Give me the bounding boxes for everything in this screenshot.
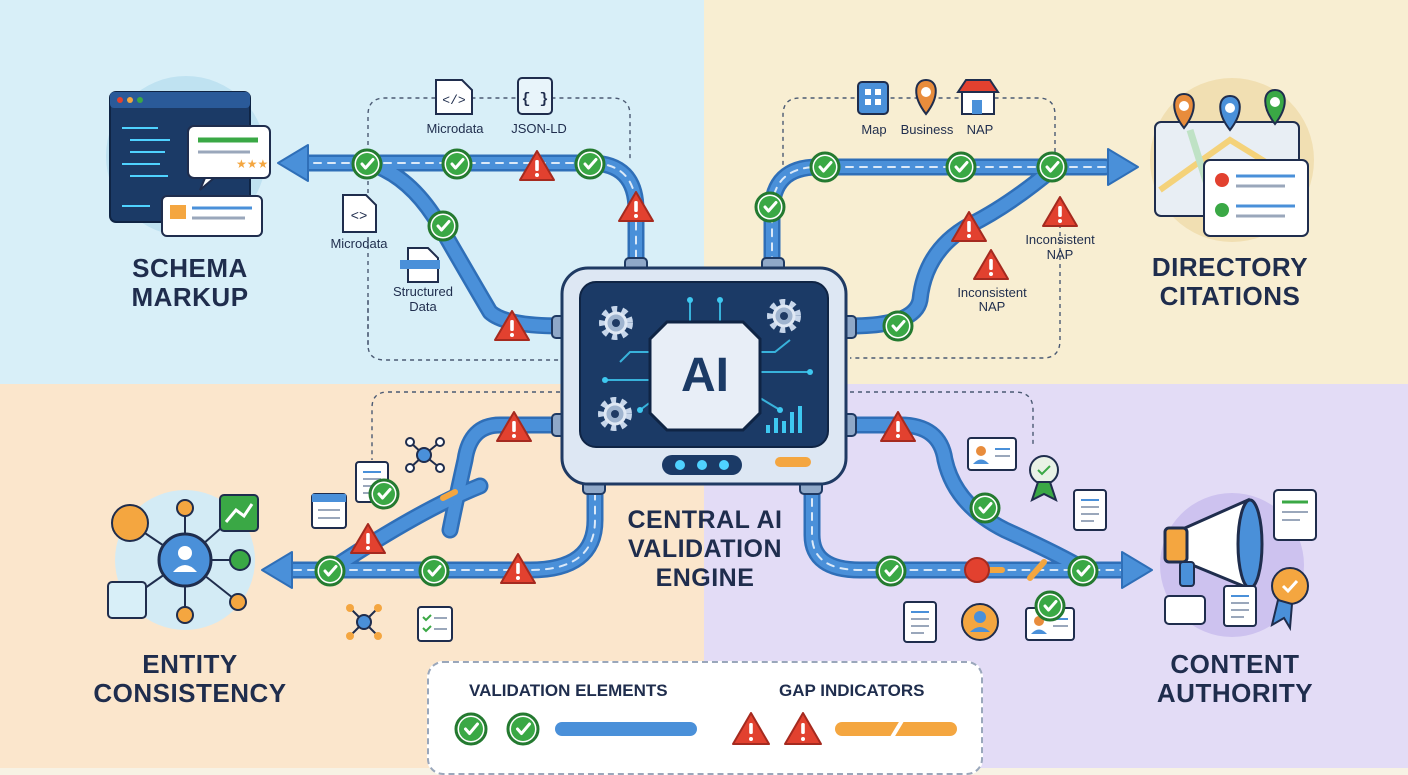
ai-badge: AI [681, 349, 729, 402]
arrow-right-directory-icon [1107, 148, 1139, 186]
microdata-icon: </> [435, 79, 473, 115]
svg-text:★★★: ★★★ [236, 157, 268, 171]
label-microdata-2: Microdata [330, 236, 388, 251]
engine-title-line-2: VALIDATION [627, 535, 783, 563]
map-icon [857, 81, 889, 115]
svg-text:<>: <> [351, 209, 368, 225]
label-business: Business [901, 122, 954, 137]
content-title-line-1: CONTENT [1170, 649, 1300, 679]
arrow-heads [261, 144, 1153, 589]
entity-illustration [107, 490, 259, 630]
legend-validation-heading: VALIDATION ELEMENTS [469, 681, 668, 700]
engine-title: CENTRAL AI VALIDATION ENGINE [605, 506, 805, 593]
schema-title: SCHEMA MARKUP [100, 254, 280, 312]
directory-illustration [1150, 78, 1314, 242]
ai-chip-icon [648, 320, 762, 432]
label-nap: NAP [967, 122, 994, 137]
svg-text:</>: </> [442, 93, 466, 108]
legend: VALIDATION ELEMENTS GAP INDICATORS [427, 661, 983, 775]
legend-swatches [454, 712, 957, 746]
label-nap-1: NAP [1047, 247, 1074, 262]
legend-warning-icon [732, 712, 770, 745]
ai-engine [551, 257, 857, 495]
label-structured: Structured [393, 284, 453, 299]
label-nap-2: NAP [979, 299, 1006, 314]
microdata-icon-2: <> [342, 194, 377, 233]
content-title-line-2: AUTHORITY [1156, 678, 1314, 708]
label-inconsistent-2: Inconsistent [957, 285, 1027, 300]
content-illustration [1160, 489, 1317, 637]
arrow-right-content-icon [1121, 551, 1153, 589]
nap-store-icon [956, 79, 1000, 115]
legend-gap-heading: GAP INDICATORS [779, 681, 925, 700]
engine-title-line-3: ENGINE [655, 564, 755, 592]
svg-text:{ }: { } [521, 91, 548, 108]
legend-warning-icon-2 [784, 712, 822, 745]
entity-small-icons [311, 437, 453, 642]
content-title: CONTENT AUTHORITY [1135, 650, 1335, 708]
entity-title-line-1: ENTITY [142, 649, 238, 679]
label-map: Map [861, 122, 886, 137]
entity-title: ENTITY CONSISTENCY [80, 650, 300, 708]
schema-illustration: ★★★ [106, 76, 271, 237]
gap-segments [440, 489, 1047, 581]
content-small-icons [903, 437, 1107, 643]
legend-path-swatch [555, 722, 697, 736]
legend-check-icon-2 [506, 712, 540, 746]
json-ld-icon: { } [517, 77, 553, 115]
schema-title-line-2: MARKUP [131, 282, 249, 312]
label-inconsistent-1: Inconsistent [1025, 232, 1095, 247]
directory-title-line-2: CITATIONS [1159, 281, 1301, 311]
schema-title-line-1: SCHEMA [132, 253, 248, 283]
label-json-ld: JSON-LD [511, 121, 567, 136]
directory-title-line-1: DIRECTORY [1151, 252, 1309, 282]
label-microdata: Microdata [426, 121, 484, 136]
diagram-labels: Microdata JSON-LD Microdata Structured D… [330, 121, 1095, 314]
arrow-left-entity-icon [261, 551, 293, 589]
gap-markers [350, 150, 1078, 584]
structured-data-icon [400, 247, 440, 283]
arrow-left-schema-icon [277, 144, 309, 182]
entity-title-line-2: CONSISTENCY [93, 678, 287, 708]
directory-title: DIRECTORY CITATIONS [1130, 253, 1330, 311]
dashed-frames [367, 97, 1061, 460]
legend-check-icon [454, 712, 488, 746]
label-data: Data [409, 299, 437, 314]
engine-title-line-1: CENTRAL AI [627, 506, 783, 534]
